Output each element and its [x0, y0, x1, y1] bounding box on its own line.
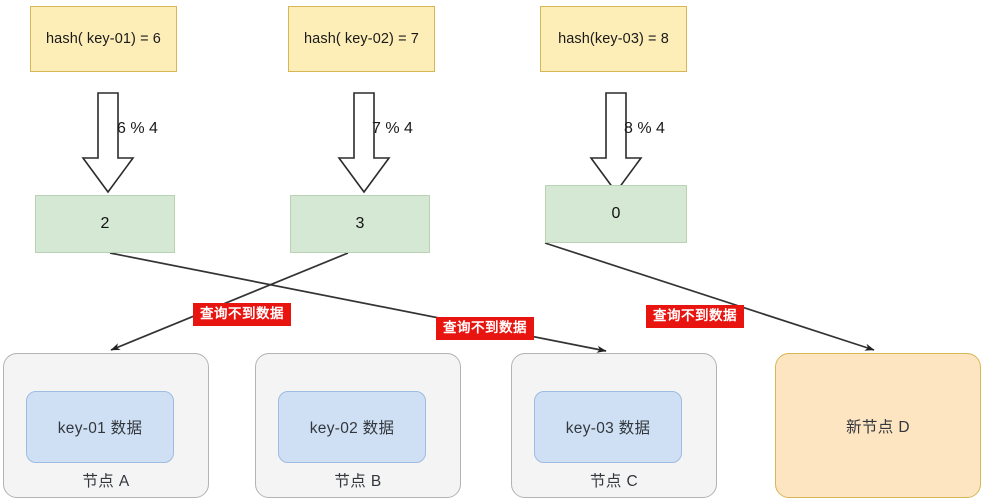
slot-box-0: 0 [545, 185, 687, 243]
hash-box-key-01: hash( key-01) = 6 [30, 6, 177, 72]
node-c-label: 节点 C [589, 473, 639, 490]
edge-slot3-to-nodeA [110, 252, 349, 351]
slot-box-3: 3 [290, 195, 430, 253]
block-arrow-mod-1 [81, 92, 135, 194]
node-d-label: 新节点 D [845, 418, 910, 436]
node-b-label: 节点 B [334, 473, 382, 490]
data-chip-key-03: key-03 数据 [534, 391, 682, 463]
mod-label-2: 7 % 4 [372, 120, 413, 137]
miss-label-2: 查询不到数据 [436, 317, 534, 340]
node-d-new[interactable]: 新节点 D [775, 353, 981, 498]
data-chip-key-01: key-01 数据 [26, 391, 174, 463]
slot-box-2: 2 [35, 195, 175, 253]
edge-slot0-to-nodeD [544, 242, 875, 351]
node-b[interactable]: key-02 数据 节点 B [255, 353, 461, 498]
block-arrow-mod-3 [589, 92, 643, 194]
block-arrow-mod-2 [337, 92, 391, 194]
node-a-label: 节点 A [82, 473, 130, 490]
mod-label-3: 8 % 4 [624, 120, 665, 137]
mod-label-1: 6 % 4 [117, 120, 158, 137]
data-chip-key-02: key-02 数据 [278, 391, 426, 463]
node-c[interactable]: key-03 数据 节点 C [511, 353, 717, 498]
hash-box-key-03: hash(key-03) = 8 [540, 6, 687, 72]
node-a[interactable]: key-01 数据 节点 A [3, 353, 209, 498]
miss-label-3: 查询不到数据 [646, 305, 744, 328]
miss-label-1: 查询不到数据 [193, 303, 291, 326]
hash-box-key-02: hash( key-02) = 7 [288, 6, 435, 72]
